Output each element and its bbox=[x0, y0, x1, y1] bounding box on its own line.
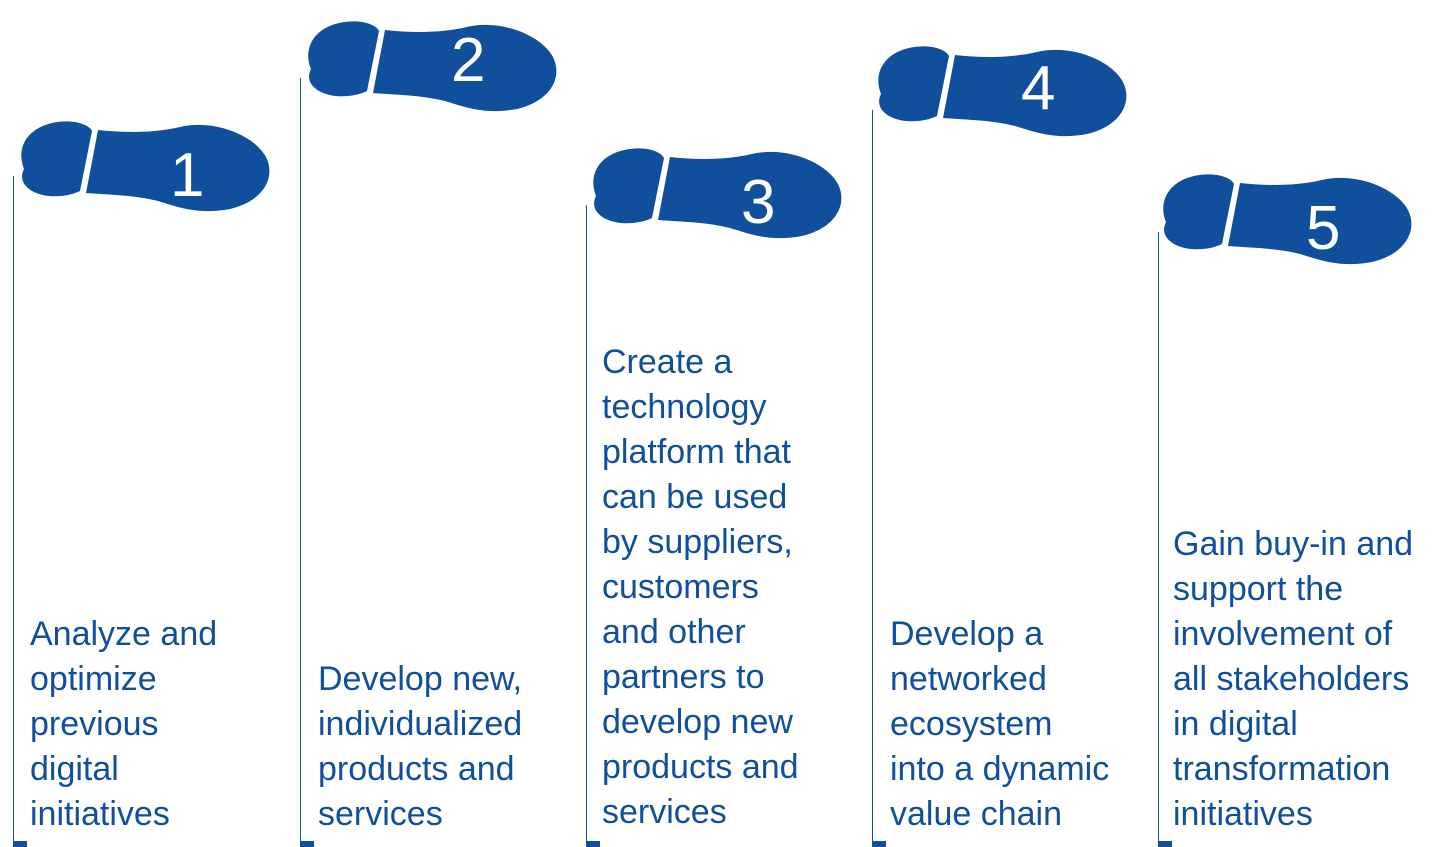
connector-line bbox=[586, 205, 587, 847]
step-description: Develop a networked ecosystem into a dyn… bbox=[890, 615, 1110, 833]
footprint-icon bbox=[878, 46, 1127, 137]
footprint-icon bbox=[1163, 174, 1412, 265]
step-number: 3 bbox=[741, 168, 776, 237]
step-description: Create a technology platform that can be… bbox=[602, 343, 799, 831]
connector-line bbox=[872, 110, 873, 847]
connector-line bbox=[13, 176, 14, 847]
step-number: 2 bbox=[451, 26, 486, 95]
connector-base bbox=[13, 841, 27, 847]
step-number: 4 bbox=[1021, 54, 1056, 123]
footprint-icon bbox=[308, 21, 557, 112]
step-description: Gain buy-in and support the involvement … bbox=[1173, 525, 1414, 833]
connector-line bbox=[300, 78, 301, 847]
step-description: Analyze and optimize previous digital in… bbox=[30, 615, 218, 833]
step-number: 1 bbox=[170, 141, 205, 210]
connector-base bbox=[300, 841, 314, 847]
connector-base bbox=[1158, 841, 1172, 847]
step-number: 5 bbox=[1306, 194, 1341, 263]
footprint-icon bbox=[21, 121, 270, 212]
connector-base bbox=[586, 841, 600, 847]
footprint-icon bbox=[593, 148, 842, 239]
connector-base bbox=[872, 841, 886, 847]
step-description: Develop new, individualized products and… bbox=[318, 660, 523, 833]
connector-line bbox=[1158, 232, 1159, 847]
